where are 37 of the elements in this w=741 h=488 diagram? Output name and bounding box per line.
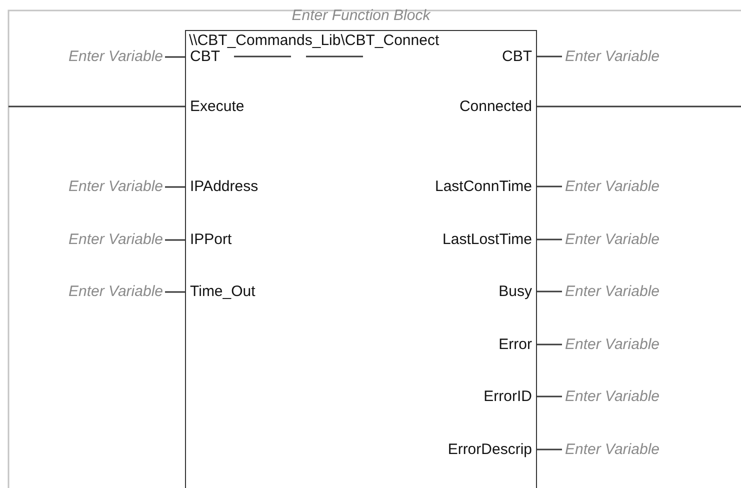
variable-input-field: Enter Variable (562, 386, 712, 408)
connector-line (536, 186, 562, 188)
connector-line (536, 56, 562, 58)
variable-input-field: Enter Variable (562, 334, 712, 356)
output-pin-label: ErrorID (406, 386, 536, 408)
connector-line (536, 448, 562, 450)
input-pin-label: IPPort (186, 228, 296, 250)
variable-input-field: Enter Variable (20, 176, 165, 198)
variable-input-field: Enter Variable (20, 281, 165, 303)
variable-input-field: Enter Variable (20, 229, 165, 251)
connector-line (536, 238, 562, 240)
output-pin-label: Busy (406, 280, 536, 302)
connector-line (165, 56, 186, 58)
input-pin-label: Time_Out (186, 280, 296, 302)
connector-line (165, 291, 186, 293)
output-pin-label: LastLostTime (406, 228, 536, 250)
connector-line (8, 106, 186, 108)
variable-input-field: Enter Variable (562, 176, 712, 198)
output-pin-label: CBT (492, 46, 536, 68)
connector-line (536, 344, 562, 346)
variable-input-field: Enter Variable (562, 46, 712, 68)
variable-input-field: Enter Variable (20, 46, 165, 68)
connector-line (536, 396, 562, 398)
output-pin-label: LastConnTime (406, 176, 536, 198)
connector-line (165, 239, 186, 241)
variable-input-field: Enter Variable (562, 439, 712, 461)
input-pin-label: Execute (186, 96, 286, 118)
variable-input-field: Enter Variable (562, 281, 712, 303)
connector-line (536, 106, 741, 108)
variable-input-field: Enter Variable (562, 229, 712, 251)
connector-line (165, 186, 186, 188)
output-pin-label: Error (406, 334, 536, 356)
input-pin-label: IPAddress (186, 176, 296, 198)
output-pin-label: Connected (426, 96, 536, 118)
output-pin-label: ErrorDescrip (406, 438, 536, 460)
connector-line (536, 290, 562, 292)
block-heading: Enter Function Block (290, 7, 432, 24)
